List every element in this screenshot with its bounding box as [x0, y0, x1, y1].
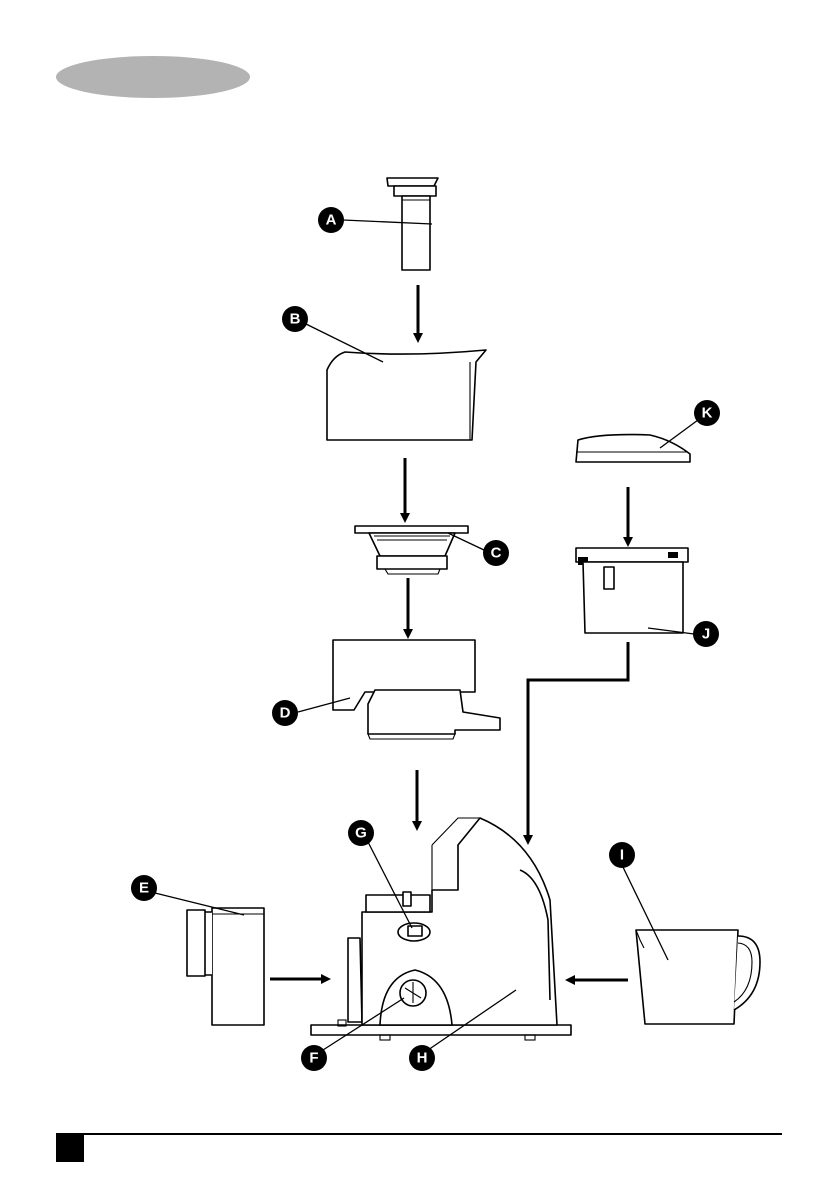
part-c-filter-basket	[355, 526, 468, 574]
callout-d: D	[272, 700, 298, 726]
callout-g: G	[348, 820, 374, 846]
callout-a-label: A	[326, 212, 337, 229]
callout-c: C	[483, 540, 509, 566]
part-d-bowl	[333, 640, 500, 739]
callout-k-label: K	[702, 405, 713, 422]
callout-e: E	[131, 875, 157, 901]
page-marker	[56, 1134, 84, 1162]
callout-c-label: C	[491, 545, 502, 562]
part-b-cover	[327, 350, 486, 440]
callout-b: B	[282, 306, 308, 332]
arrow-j-to-base	[528, 642, 628, 840]
part-i-froth-jug	[636, 930, 760, 1024]
callout-f-label: F	[309, 1050, 318, 1067]
callout-g-label: G	[355, 825, 367, 842]
callout-f: F	[301, 1045, 327, 1071]
callout-b-label: B	[290, 311, 301, 328]
callout-e-label: E	[139, 880, 149, 897]
part-j-pulp-container	[576, 548, 688, 633]
callout-a: A	[318, 207, 344, 233]
section-badge	[56, 56, 250, 98]
callout-h-label: H	[417, 1050, 428, 1067]
part-e-juice-jug	[187, 908, 264, 1025]
callout-h: H	[409, 1045, 435, 1071]
callout-i-label: I	[620, 847, 624, 864]
callout-i: I	[609, 842, 635, 868]
callout-d-label: D	[280, 705, 291, 722]
callout-j: J	[693, 621, 719, 647]
callout-k: K	[694, 400, 720, 426]
page-footer	[56, 1134, 782, 1162]
part-h-motor-base	[311, 818, 571, 1040]
callout-j-label: J	[702, 626, 710, 643]
